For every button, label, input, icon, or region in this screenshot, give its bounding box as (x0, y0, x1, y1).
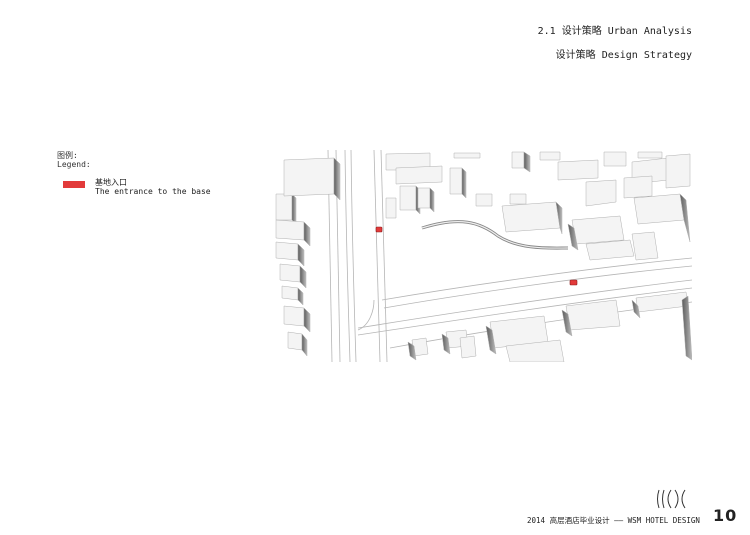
legend-swatch-entrance (63, 181, 85, 188)
footer-text: 2014 高层酒店毕业设计 —— WSM HOTEL DESIGN (527, 516, 700, 525)
brand-logo-icon (655, 488, 691, 514)
legend-title: 图例: Legend: (57, 151, 91, 169)
legend-item-entrance: 基地入口 The entrance to the base (95, 178, 211, 196)
legend-title-en: Legend: (57, 160, 91, 169)
site-map (270, 150, 692, 362)
entrance-marker-west (375, 226, 383, 233)
page-number: 10 (713, 506, 738, 525)
entrance-markers (375, 226, 578, 286)
section-title: 2.1 设计策略 Urban Analysis (537, 26, 692, 37)
legend-label-en: The entrance to the base (95, 187, 211, 196)
legend-label-cn: 基地入口 (95, 178, 127, 187)
axonometric-site-map-icon (275, 150, 692, 362)
page-subtitle: 设计策略 Design Strategy (555, 50, 692, 61)
entrance-marker-south (569, 279, 578, 286)
legend-title-cn: 图例: (57, 151, 78, 160)
